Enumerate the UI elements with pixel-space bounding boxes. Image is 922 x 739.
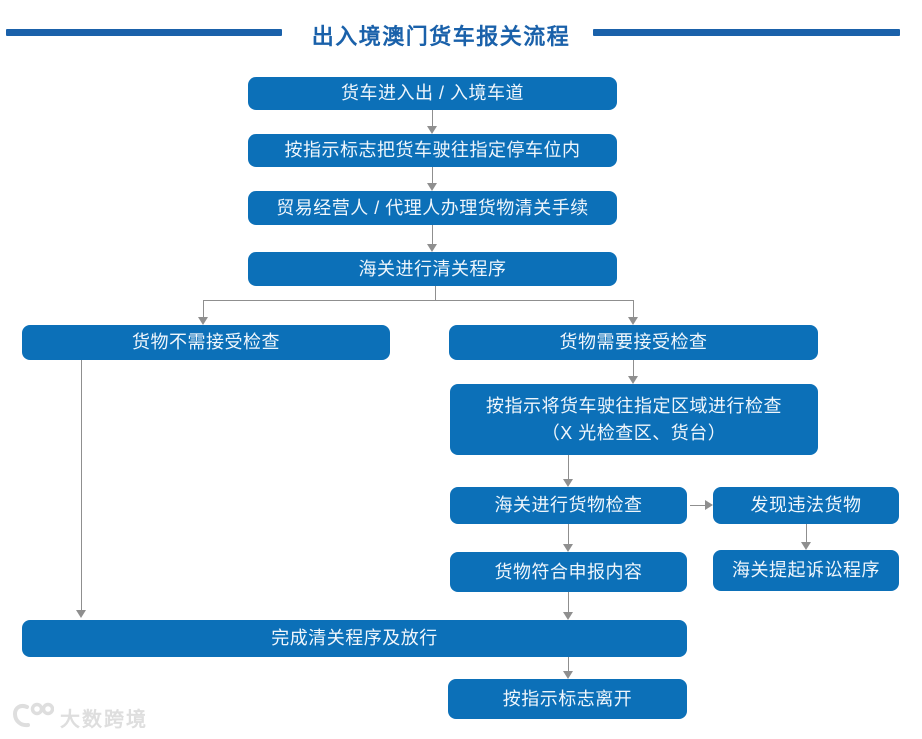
arrow-down-icon [801,542,811,550]
flow-node-matches-declaration: 货物符合申报内容 [450,552,687,592]
arrow-down-icon [563,544,573,552]
flow-node-label: 完成清关程序及放行 [271,628,438,649]
flow-node-label: 货物符合申报内容 [494,561,643,582]
flow-node-label-line1: 按指示将货车驶往指定区域进行检查 [486,396,782,417]
connector-line [568,657,569,671]
connector-line [435,286,436,301]
arrow-down-icon [628,317,638,325]
flow-node-label: 海关进行货物检查 [494,495,643,516]
flow-node-inspection-area: 按指示将货车驶往指定区域进行检查 （X 光检查区、货台） [450,384,818,455]
connector-line [203,300,634,301]
connector-line [806,524,807,542]
flow-node-label: 海关提起诉讼程序 [732,560,880,581]
flow-node-label: 海关进行清关程序 [358,258,507,279]
flow-node-leave: 按指示标志离开 [448,679,687,719]
flow-node-illegal-goods: 发现违法货物 [713,487,899,524]
arrow-down-icon [563,671,573,679]
flow-node-label: 货物需要接受检查 [559,332,708,353]
connector-line [690,505,705,506]
arrow-down-icon [198,317,208,325]
flow-node-label: 发现违法货物 [750,495,862,516]
arrow-down-icon [76,610,86,618]
connector-line [568,455,569,479]
connector-line [81,360,82,610]
connector-line [432,167,433,183]
flow-node-label: 货物不需接受检查 [132,332,280,353]
flow-node-label: 按指示标志离开 [502,688,633,709]
watermark: 大数跨境 [12,701,148,734]
flow-node-drive-to-parking: 按指示标志把货车驶往指定停车位内 [248,134,617,167]
flow-node-complete-release: 完成清关程序及放行 [22,620,687,657]
connector-line [568,592,569,612]
brand-logo-icon [12,701,55,734]
flow-node-need-inspection: 货物需要接受检查 [449,325,818,360]
arrow-down-icon [628,376,638,384]
arrow-down-icon [563,612,573,620]
arrow-down-icon [427,244,437,252]
arrow-down-icon [563,479,573,487]
arrow-down-icon [427,183,437,191]
flow-node-cargo-inspection: 海关进行货物检查 [450,487,687,524]
flow-node-no-inspection: 货物不需接受检查 [22,325,390,360]
connector-line [203,300,204,317]
connector-line [432,225,433,244]
flow-node-agent-clearance: 贸易经营人 / 代理人办理货物清关手续 [248,191,617,225]
flow-node-lawsuit: 海关提起诉讼程序 [713,550,899,591]
title-rule-right [593,29,900,36]
connector-line [432,110,433,126]
flow-node-label: 贸易经营人 / 代理人办理货物清关手续 [276,197,589,218]
arrow-down-icon [427,126,437,134]
flow-node-label: 货车进入出 / 入境车道 [340,83,524,104]
flow-node-customs-clearance: 海关进行清关程序 [248,252,617,286]
flow-node-label: 按指示标志把货车驶往指定停车位内 [284,140,581,161]
flow-node-label-line2: （X 光检查区、货台） [541,422,727,443]
flow-node-enter-lane: 货车进入出 / 入境车道 [248,77,617,110]
connector-line [633,360,634,376]
title-rule-left [6,29,282,36]
page-title: 出入境澳门货车报关流程 [311,24,571,49]
arrow-right-icon [705,500,713,510]
watermark-brand-text: 大数跨境 [60,709,148,731]
connector-line [633,300,634,317]
connector-line [568,524,569,544]
